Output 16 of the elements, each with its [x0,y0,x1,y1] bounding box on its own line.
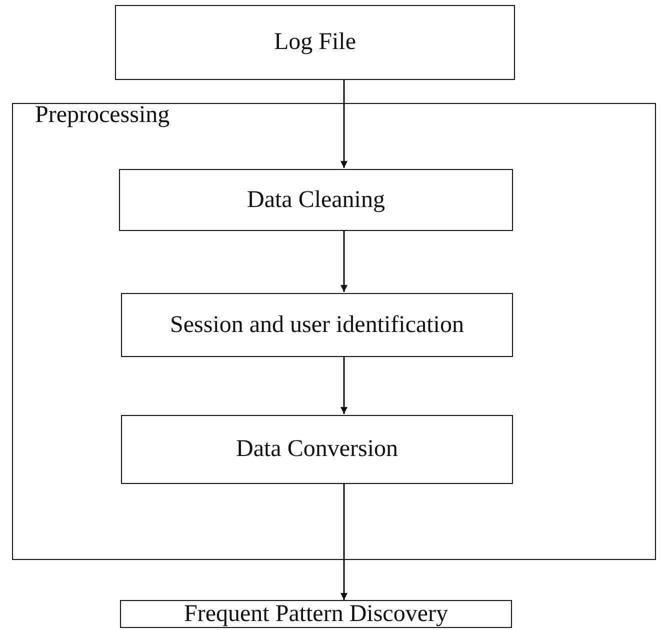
process-box [121,415,513,484]
group-frame [12,103,656,560]
process-box [119,169,513,231]
box-label: Data Cleaning [247,186,385,214]
box-label: Frequent Pattern Discovery [184,600,448,628]
arrow [340,80,348,168]
arrow [340,483,348,600]
box-label: Log File [274,29,356,56]
group-title: Preprocessing [35,102,170,129]
arrow [340,356,348,414]
box-label: Data Conversion [236,436,398,463]
box-label: Session and user identification [170,312,464,338]
process-box [121,293,513,357]
process-box [115,5,515,80]
arrow [340,230,348,292]
process-box [120,600,512,628]
